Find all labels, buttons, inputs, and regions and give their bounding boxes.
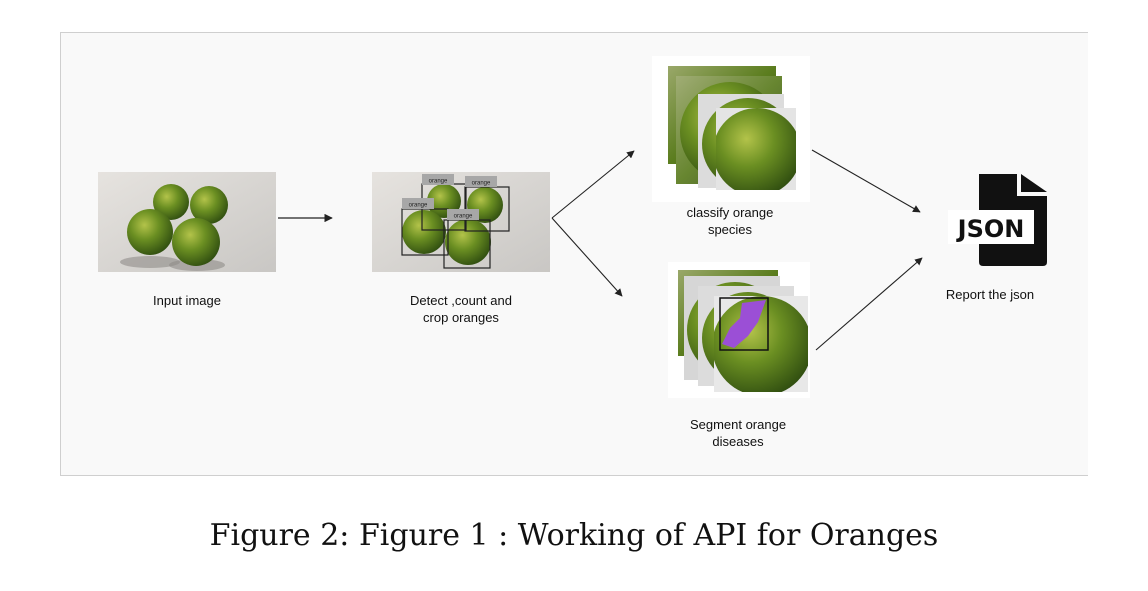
orange-fruit [153,184,189,220]
box-tag: orange [454,214,473,220]
segment-crop-stack [668,262,810,398]
box-tag: orange [409,203,428,209]
disease-box [719,297,769,351]
orange-fruit [172,218,220,266]
json-file-icon: JSON [948,174,1047,266]
caption-figure-label: Figure 2: [209,518,350,553]
orange-fruit [127,209,173,255]
input-image-label: Input image [98,292,276,309]
classify-label: classify orange species [660,204,800,238]
orange-fruit [190,186,228,224]
input-image [98,172,276,272]
classify-crop-stack [652,56,810,202]
classify-label-line1: classify orange [686,205,774,220]
box-tag: orange [472,181,491,187]
disease-mask [722,300,766,348]
detect-label-line2: crop oranges [423,310,499,325]
detect-label: Detect ,count and crop oranges [372,292,550,326]
segment-label-line1: Segment orange [689,417,787,432]
figure-caption: Figure 2: Figure 1 : Working of API for … [0,518,1148,553]
report-label: Report the json [930,286,1050,303]
segment-label-line2: diseases [712,434,764,449]
json-icon-text: JSON [956,215,1025,243]
detect-image: orange orange orange orange [372,172,550,272]
classify-label-line2: species [707,222,753,237]
arrow-detect-to-segment [551,217,623,297]
arrow-segment-to-json [815,257,923,351]
segment-label: Segment orange diseases [660,416,816,450]
report-label-text: Report the json [945,287,1035,302]
caption-text: Figure 1 : Working of API for Oranges [358,518,939,553]
box-tag: orange [429,179,448,185]
arrow-detect-to-classify [551,150,635,219]
arrow-classify-to-json [811,149,921,213]
input-label-text: Input image [153,293,221,308]
detect-label-line1: Detect ,count and [410,293,512,308]
